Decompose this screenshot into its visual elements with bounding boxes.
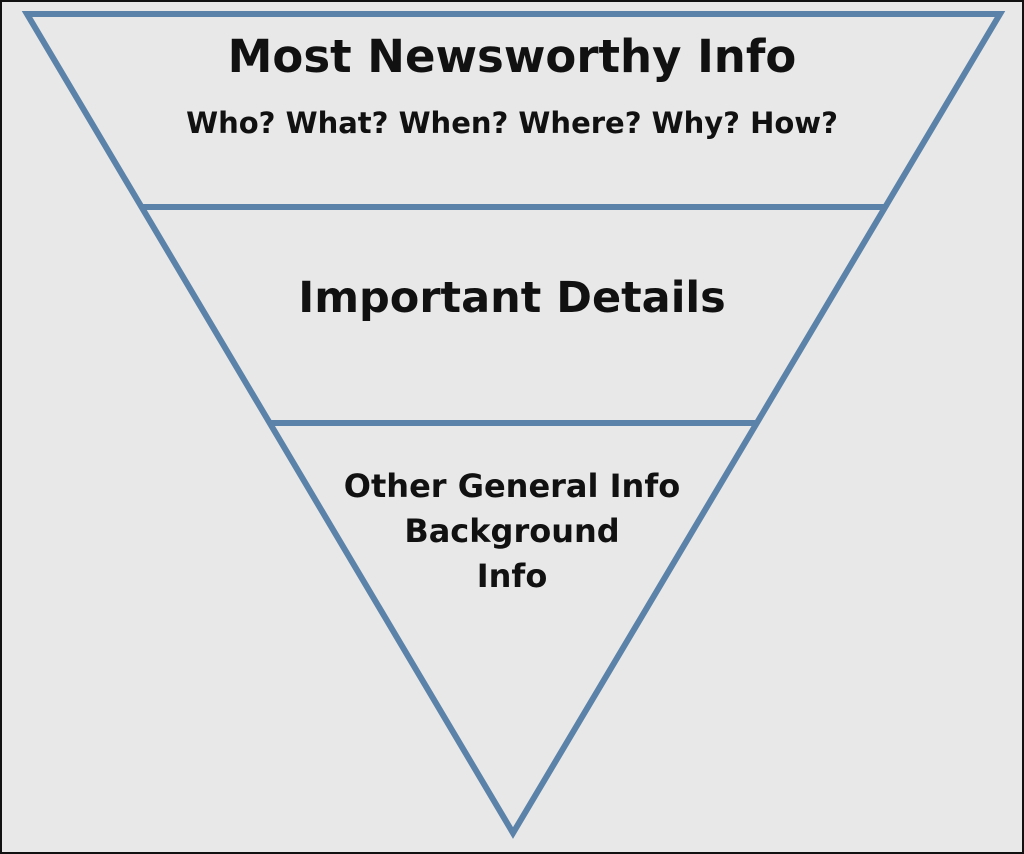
tier-2-title: Important Details — [298, 273, 726, 323]
tier-1-title: Most Newsworthy Info — [227, 30, 797, 83]
tier-3-line-2: Background — [404, 512, 620, 550]
tier-3-line-1: Other General Info — [343, 467, 681, 505]
tier-1-subtitle: Who? What? When? Where? Why? How? — [186, 106, 838, 140]
tier-3-line-3: Info — [476, 557, 548, 595]
